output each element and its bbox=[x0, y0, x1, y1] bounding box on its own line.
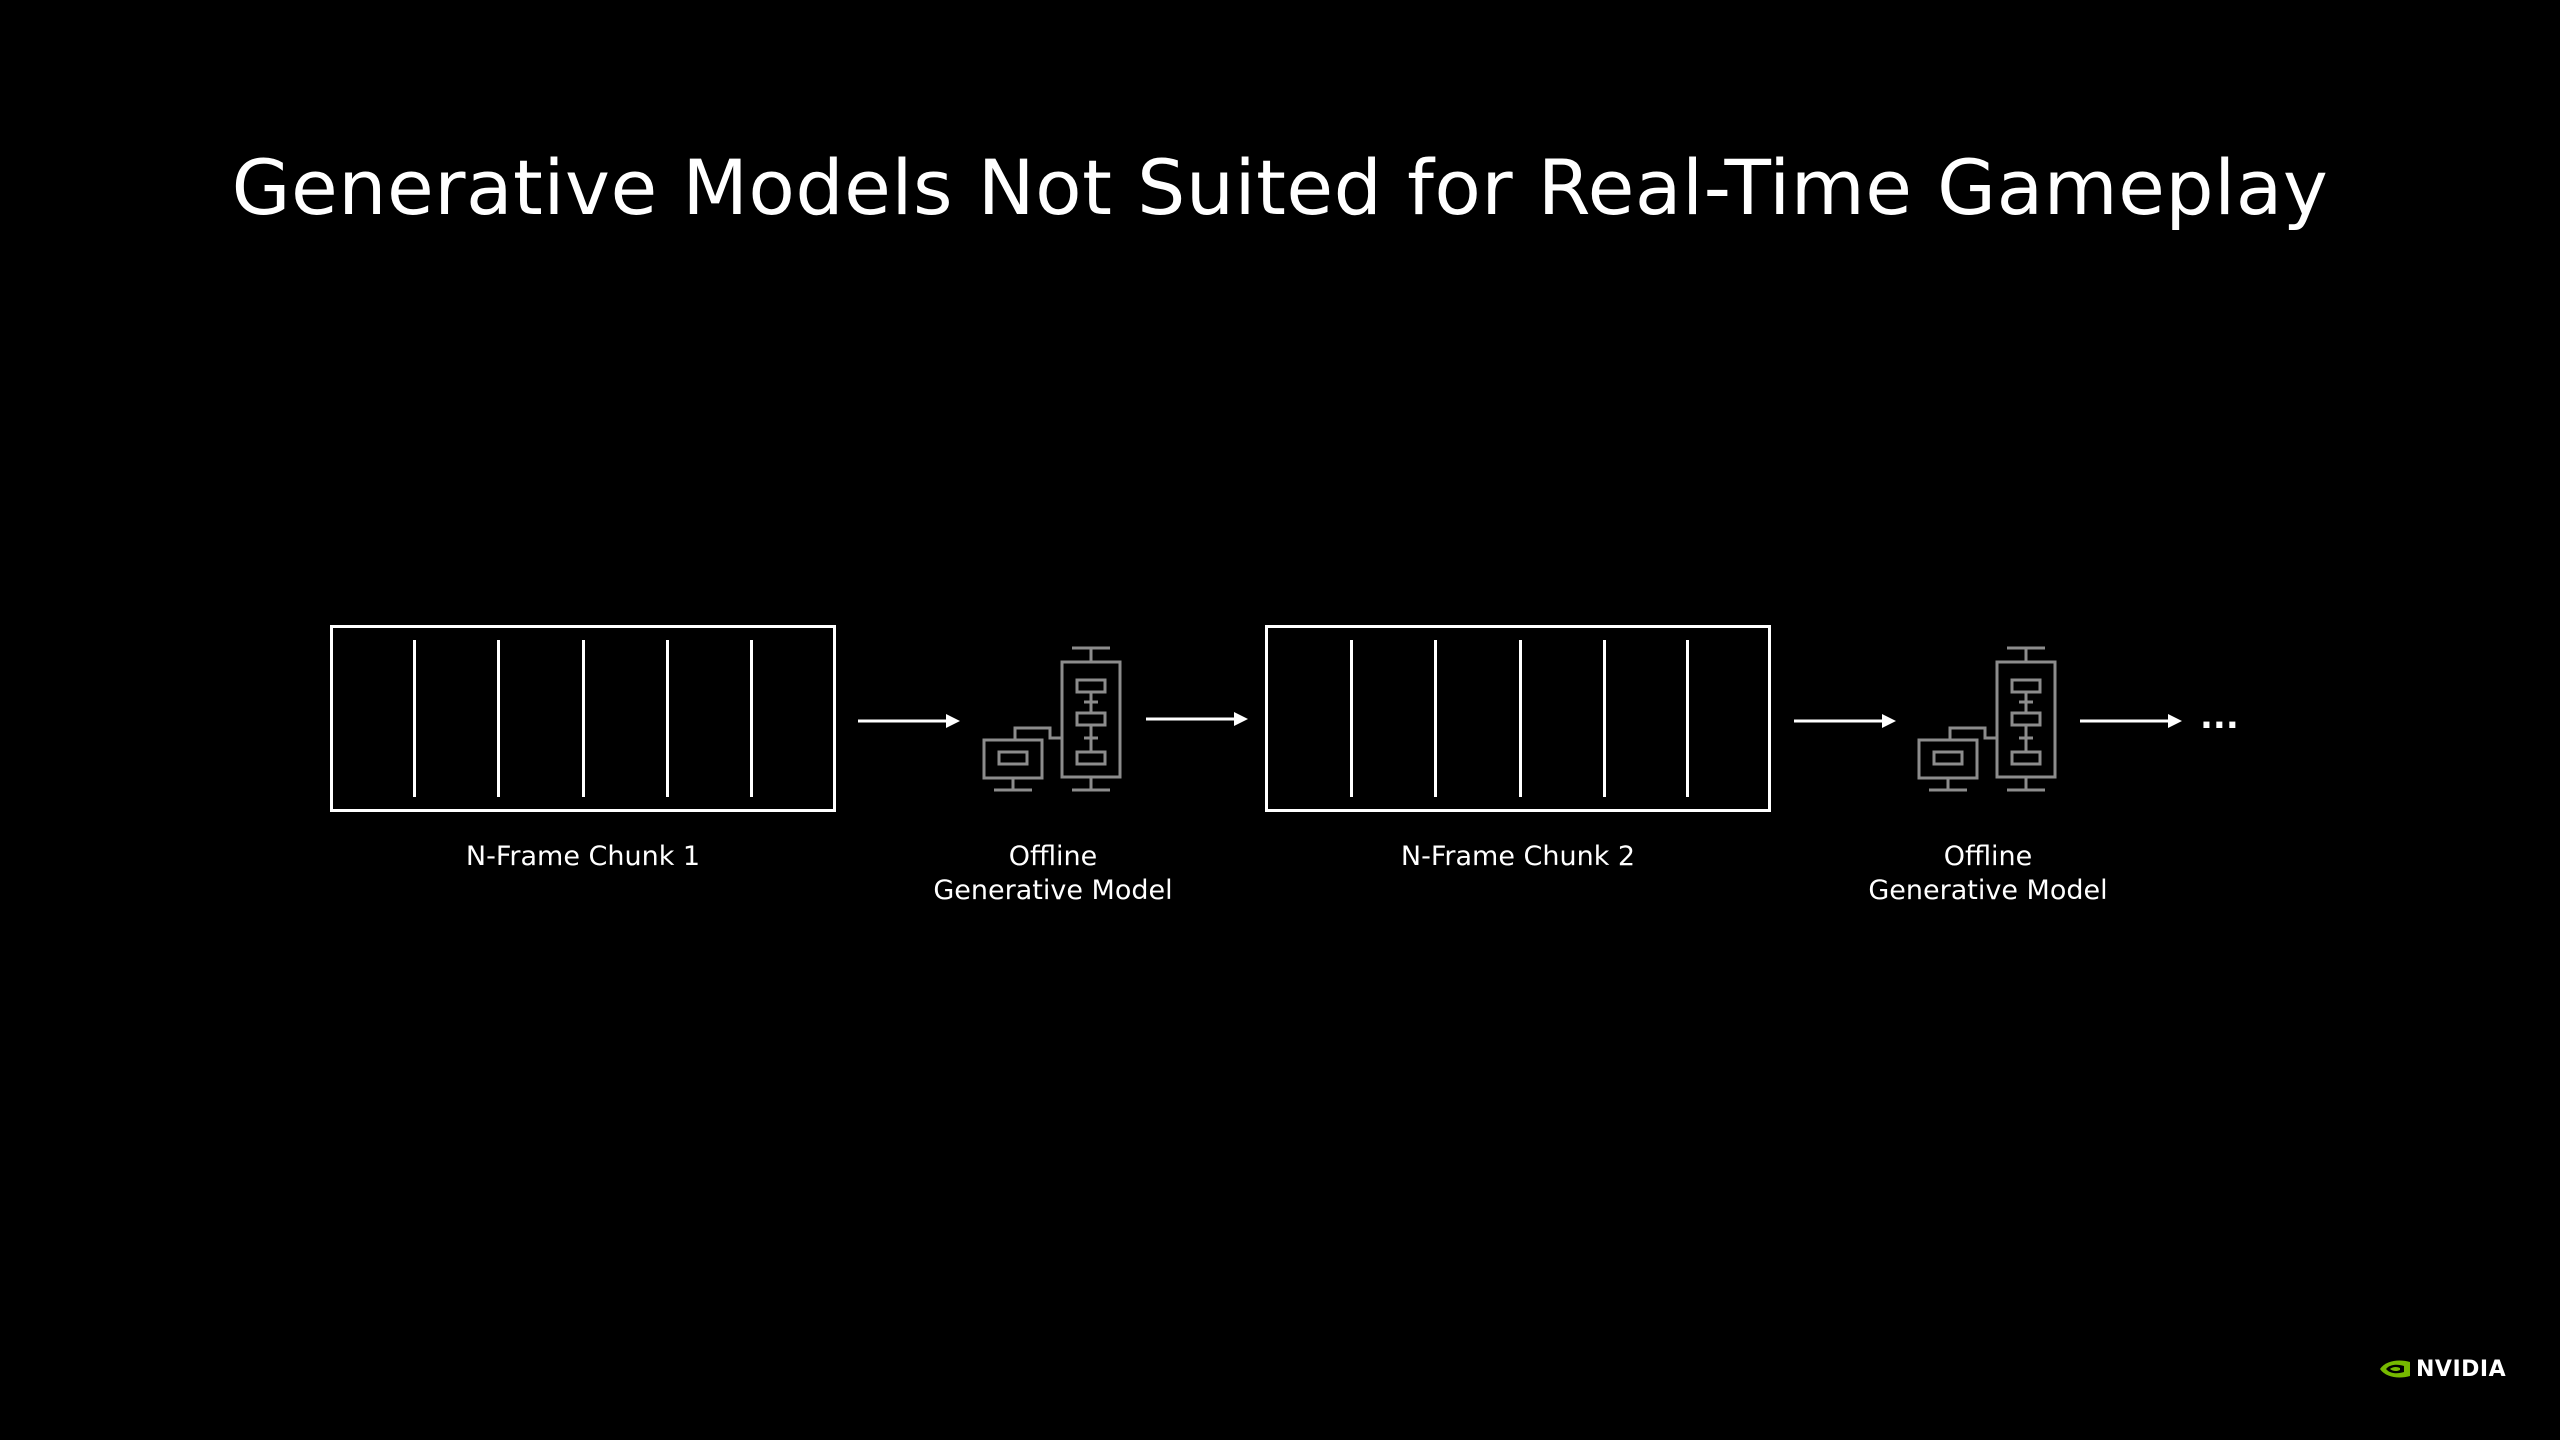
frame-chunk-1-label: N-Frame Chunk 1 bbox=[465, 841, 701, 872]
frame-divider bbox=[1686, 640, 1689, 797]
nvidia-wordmark: NVIDIA bbox=[2416, 1356, 2507, 1382]
frame-divider bbox=[1603, 640, 1606, 797]
frame-divider bbox=[413, 640, 416, 797]
continuation-ellipsis: ... bbox=[2200, 697, 2239, 737]
frame-divider bbox=[1434, 640, 1437, 797]
generative-model-1-label-line2: Generative Model bbox=[933, 875, 1173, 906]
frame-chunk-2-label: N-Frame Chunk 2 bbox=[1400, 841, 1636, 872]
frame-chunk-2-box bbox=[1265, 625, 1771, 812]
generative-model-2-label: Offline Generative Model bbox=[1838, 840, 2138, 908]
arrow-right-icon bbox=[1146, 712, 1248, 726]
frame-divider bbox=[666, 640, 669, 797]
frame-chunk-1-box bbox=[330, 625, 836, 812]
generative-model-2-label-line1: Offline bbox=[1943, 841, 2033, 872]
generative-model-icon bbox=[1917, 646, 2057, 792]
generative-model-1-label: Offline Generative Model bbox=[903, 840, 1203, 908]
arrow-right-icon bbox=[858, 714, 960, 728]
generative-model-1-label-line1: Offline bbox=[1008, 841, 1098, 872]
slide-title: Generative Models Not Suited for Real-Ti… bbox=[231, 143, 2329, 232]
generative-model-icon bbox=[982, 646, 1122, 792]
frame-divider bbox=[582, 640, 585, 797]
arrow-right-icon bbox=[2080, 714, 2182, 728]
frame-divider bbox=[497, 640, 500, 797]
frame-divider bbox=[1519, 640, 1522, 797]
arrow-right-icon bbox=[1794, 714, 1896, 728]
nvidia-eye-icon bbox=[2380, 1360, 2410, 1378]
nvidia-logo: NVIDIA bbox=[2378, 1355, 2506, 1383]
frame-divider bbox=[1350, 640, 1353, 797]
generative-model-2-label-line2: Generative Model bbox=[1868, 875, 2108, 906]
frame-divider bbox=[750, 640, 753, 797]
